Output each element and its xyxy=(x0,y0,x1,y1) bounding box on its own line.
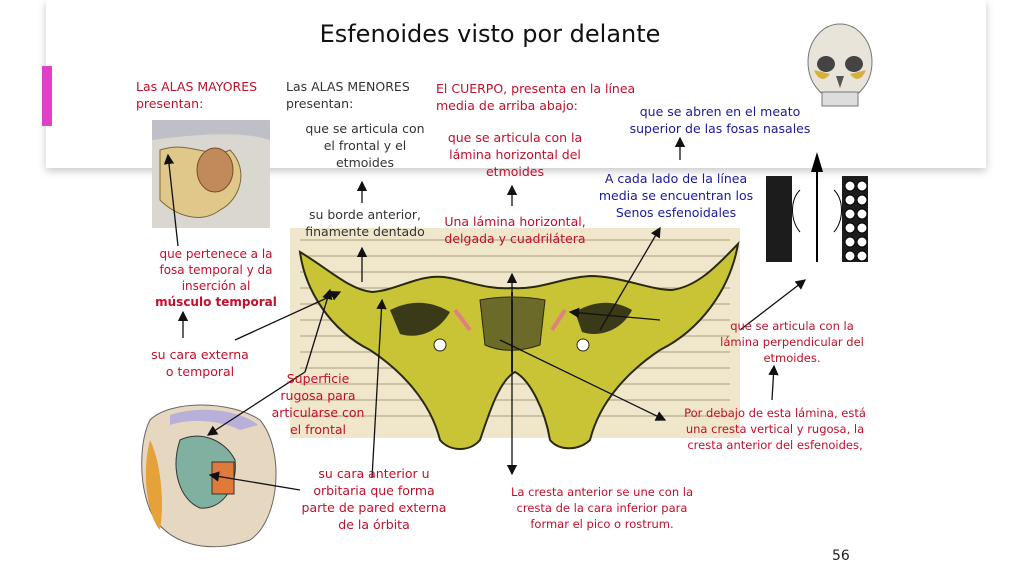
alas-mayores-heading: Las ALAS MAYORES presentan: xyxy=(136,79,258,111)
skull-illustration xyxy=(807,23,873,107)
accent-bar xyxy=(42,66,52,126)
label-superficie-rugosa: Superficie rugosa para articularse con e… xyxy=(271,371,365,437)
label-lamina-horizontal: Una lámina horizontal, delgada y cuadril… xyxy=(444,214,586,246)
label-borde-anterior: su borde anterior, finamente dentado xyxy=(305,207,425,239)
label-cresta-vertical: Por debajo de esta lámina, está una cres… xyxy=(684,406,866,452)
callout-arrows xyxy=(163,136,807,491)
label-cara-anterior: su cara anterior u orbitaria que forma p… xyxy=(301,466,447,532)
greater-wing-illustration xyxy=(152,120,270,228)
label-articula-lamina: que se articula con la lámina horizontal… xyxy=(447,130,583,179)
ethmoid-section-diagram xyxy=(766,152,868,262)
label-perpendicular: que se articula con la lámina perpendicu… xyxy=(720,319,864,365)
label-rostrum: La cresta anterior se une con la cresta … xyxy=(510,485,694,531)
slide-title: Esfenoides visto por delante xyxy=(319,20,661,48)
cuerpo-heading: El CUERPO, presenta en la línea media de… xyxy=(436,81,636,113)
label-senos: A cada lado de la línea media se encuent… xyxy=(598,171,754,220)
label-articula-frontal: que se articula con el frontal y el etmo… xyxy=(305,121,425,170)
label-cara-externa: su cara externa o temporal xyxy=(151,347,249,379)
alas-menores-heading: Las ALAS MENORES presentan: xyxy=(286,79,410,111)
label-fosa-temporal: que pertenece a la fosa temporal y da in… xyxy=(154,246,278,310)
label-musculo-temporal: músculo temporal xyxy=(155,295,277,309)
label-meato: que se abren en el meato superior de las… xyxy=(629,104,811,136)
orbit-skull-illustration xyxy=(141,404,277,548)
label-fosa-temporal-text: que pertenece a la fosa temporal y da in… xyxy=(159,247,273,293)
page-number: 56 xyxy=(832,548,850,564)
